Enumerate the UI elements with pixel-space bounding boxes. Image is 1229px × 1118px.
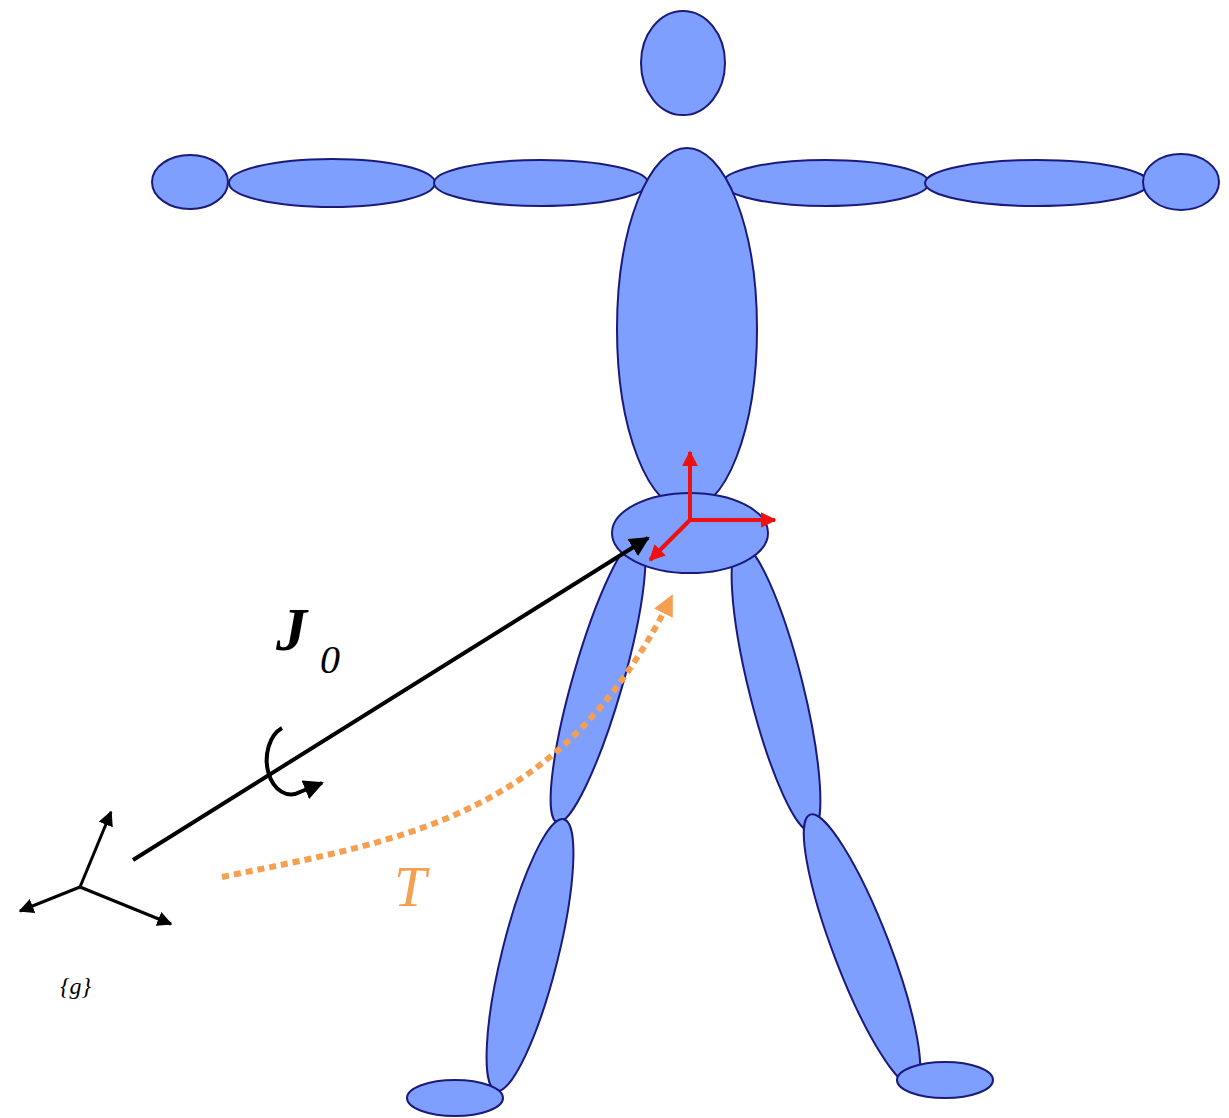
body-segments <box>152 11 1219 1116</box>
right-forearm <box>925 160 1149 206</box>
left-thigh <box>533 531 663 829</box>
pelvis-frame <box>650 452 775 560</box>
global-frame <box>20 812 171 924</box>
right-hand <box>1143 154 1219 210</box>
joint-symbol: J <box>276 598 307 660</box>
right-shin <box>784 805 940 1096</box>
left-forearm <box>229 159 435 207</box>
right-upper-arm <box>723 160 929 206</box>
rotation-symbol <box>267 728 322 794</box>
right-thigh <box>714 538 838 838</box>
head <box>641 11 725 115</box>
left-upper-arm <box>434 160 648 206</box>
root-joint <box>133 538 648 860</box>
joint-subscript: 0 <box>320 640 340 680</box>
left-foot <box>407 1080 503 1116</box>
frame-name: {g} <box>60 974 91 998</box>
torso <box>617 148 757 510</box>
left-hand <box>152 155 228 209</box>
right-foot <box>897 1062 993 1098</box>
transform-symbol: T <box>394 858 426 916</box>
left-shin <box>469 812 591 1097</box>
